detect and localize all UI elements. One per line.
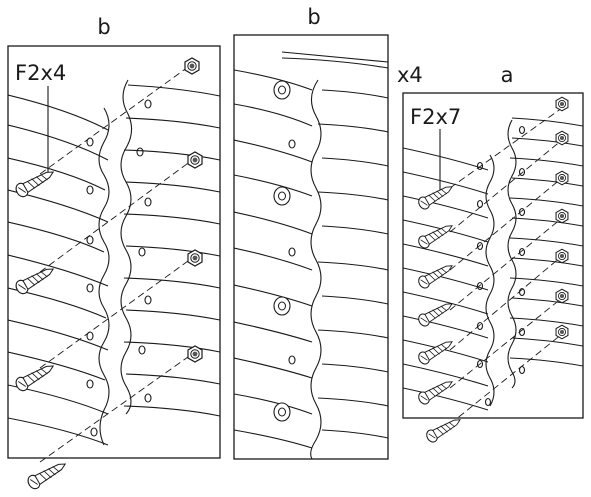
right-dash-lines <box>449 107 563 425</box>
left-strips <box>8 79 220 446</box>
middle-panel: b x4 <box>233 5 423 460</box>
right-screw-label: F2x7 <box>410 105 461 129</box>
hex-nut-icon <box>555 208 569 224</box>
left-panel: b F2x4 <box>7 15 221 492</box>
hex-nut-icon <box>187 249 203 267</box>
left-holes <box>86 99 152 437</box>
hex-nut-icon <box>555 248 569 264</box>
right-panel: a F2x7 <box>402 63 584 445</box>
hex-nut-icon <box>555 170 569 186</box>
left-screw-label: F2x4 <box>15 61 66 85</box>
right-holes <box>476 125 526 407</box>
left-dash-lines <box>39 61 196 463</box>
hex-nut-icon <box>187 345 203 363</box>
screw-icon <box>25 457 70 492</box>
right-panel-top-label: a <box>501 63 514 87</box>
hex-nut-icon <box>555 324 569 340</box>
middle-strips <box>234 51 388 459</box>
right-strips <box>403 117 583 411</box>
hex-nut-icon <box>187 151 203 169</box>
middle-panel-top-label: b <box>307 5 320 29</box>
middle-holes <box>273 80 296 422</box>
hex-nut-icon <box>555 130 569 146</box>
screw-icon <box>424 413 464 445</box>
middle-multiplier-label: x4 <box>397 63 423 87</box>
hex-nut-icon <box>555 288 569 304</box>
hex-nut-icon <box>184 57 200 75</box>
left-panel-top-label: b <box>97 15 110 39</box>
hex-nut-icon <box>555 96 569 112</box>
left-panel-frame <box>7 45 221 459</box>
